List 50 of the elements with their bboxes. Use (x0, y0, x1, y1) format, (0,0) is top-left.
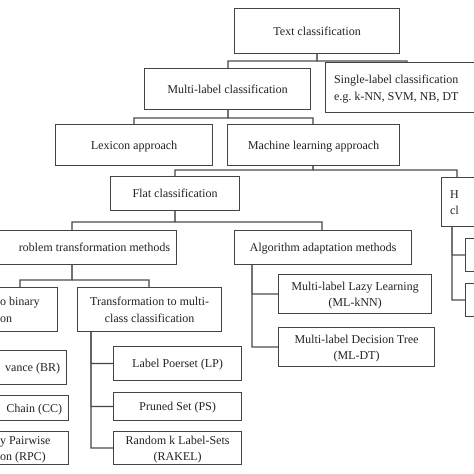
category-box (0, 230, 177, 265)
connector-line (451, 227, 465, 301)
box-label: Pruned Set (PS) (139, 398, 216, 415)
category-box (113, 346, 242, 381)
category-box (144, 68, 311, 110)
category-box (110, 176, 240, 211)
box-label: Text classification (273, 22, 361, 40)
category-box (325, 62, 474, 113)
box-label: Random k Label-Sets (RAKEL) (124, 432, 230, 464)
connector-line (71, 265, 150, 287)
connector-line (174, 211, 323, 230)
box-label: o binary on (0, 293, 41, 326)
category-box (55, 124, 213, 166)
box-label: vance (BR) (5, 359, 60, 376)
connector-line (90, 332, 113, 449)
box-label: Machine learning approach (248, 136, 380, 154)
box-label: Single-label classification (334, 71, 458, 88)
box-label: Multi-label Lazy Learning (ML-kNN) (290, 278, 420, 310)
box-label: H (450, 186, 459, 202)
category-box (113, 392, 242, 421)
box-label: Multi-label Decision Tree (ML-DT) (294, 330, 420, 364)
connector-line (316, 54, 408, 62)
category-box (278, 327, 435, 367)
category-box (0, 350, 67, 385)
category-box (227, 124, 400, 166)
category-box (441, 177, 474, 227)
category-box (278, 274, 432, 314)
category-box (113, 431, 242, 465)
empty-box (465, 283, 474, 317)
box-label: Chain (CC) (6, 400, 62, 416)
empty-box (465, 238, 474, 272)
box-label: roblem transformation methods (18, 239, 170, 256)
category-box (0, 431, 69, 465)
connector-line (312, 166, 458, 177)
category-box (0, 287, 58, 332)
connector-line (251, 265, 278, 348)
category-box (234, 8, 400, 54)
box-label: Lexicon approach (90, 136, 178, 154)
box-label: Algorithm adaptation methods (250, 239, 396, 256)
box-label: cl (450, 202, 459, 218)
box-label: e.g. k-NN, SVM, NB, DT (334, 88, 458, 104)
category-box (0, 395, 69, 421)
connector-line (227, 110, 314, 124)
category-box (77, 287, 222, 332)
box-label: y Pairwise on (RPC) (0, 432, 52, 464)
box-label: Transformation to multi-class classification (89, 293, 210, 326)
box-label: Label Poerset (LP) (132, 355, 223, 372)
box-label: Flat classification (132, 185, 218, 202)
box-label: Multi-label classification (167, 80, 288, 98)
category-box (234, 230, 412, 265)
